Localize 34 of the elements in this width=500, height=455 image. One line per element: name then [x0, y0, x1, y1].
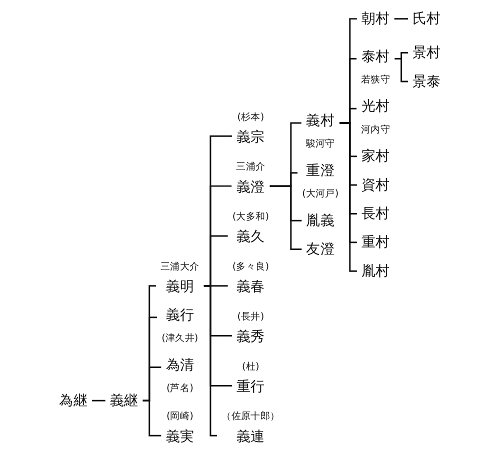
node-text: 三浦大介 義明: [160, 261, 200, 294]
node-text: 氏村: [412, 10, 441, 27]
node-text: 長村: [361, 205, 390, 222]
node-text: 為継: [59, 392, 88, 409]
node-text: 景泰: [412, 73, 441, 90]
node-text: 三浦介 義澄: [236, 161, 266, 195]
node-text: 友澄: [306, 240, 335, 258]
connector: [204, 285, 218, 436]
connector: [339, 122, 357, 272]
node-text: 泰村 若狭守: [361, 48, 390, 86]
node-text: (多々良) 義春: [232, 261, 269, 294]
connector: [142, 400, 162, 436]
node-text: (岡崎) 義実: [166, 411, 194, 444]
node-text: 為清 (芦名): [166, 356, 194, 394]
node-text: 重澄 (大河戸): [302, 162, 339, 200]
node-text: 家村: [361, 148, 390, 164]
connector: [270, 185, 302, 250]
node-text: 胤村: [361, 262, 390, 280]
connector: [394, 18, 408, 20]
node-text: (長井) 義秀: [236, 311, 265, 344]
node-text: 義村 駿河守: [306, 112, 335, 150]
node-text: 光村 河内守: [361, 98, 390, 135]
node-text: 義継: [110, 392, 138, 409]
node-text: （佐原十郎） 義連: [222, 411, 280, 444]
connector: [92, 400, 106, 402]
node-text: 朝村: [361, 10, 390, 27]
node-text: (大多和) 義久: [232, 211, 269, 245]
node-text: 資村: [361, 176, 390, 194]
node-text: 景村: [412, 44, 441, 61]
node-text: 義行 (津久井): [162, 306, 198, 344]
node-text: (杉本) 義宗: [236, 112, 265, 145]
node-text: (杜) 重行: [236, 361, 265, 394]
node-text: 胤義: [306, 212, 335, 229]
node-text: 重村: [361, 234, 390, 250]
